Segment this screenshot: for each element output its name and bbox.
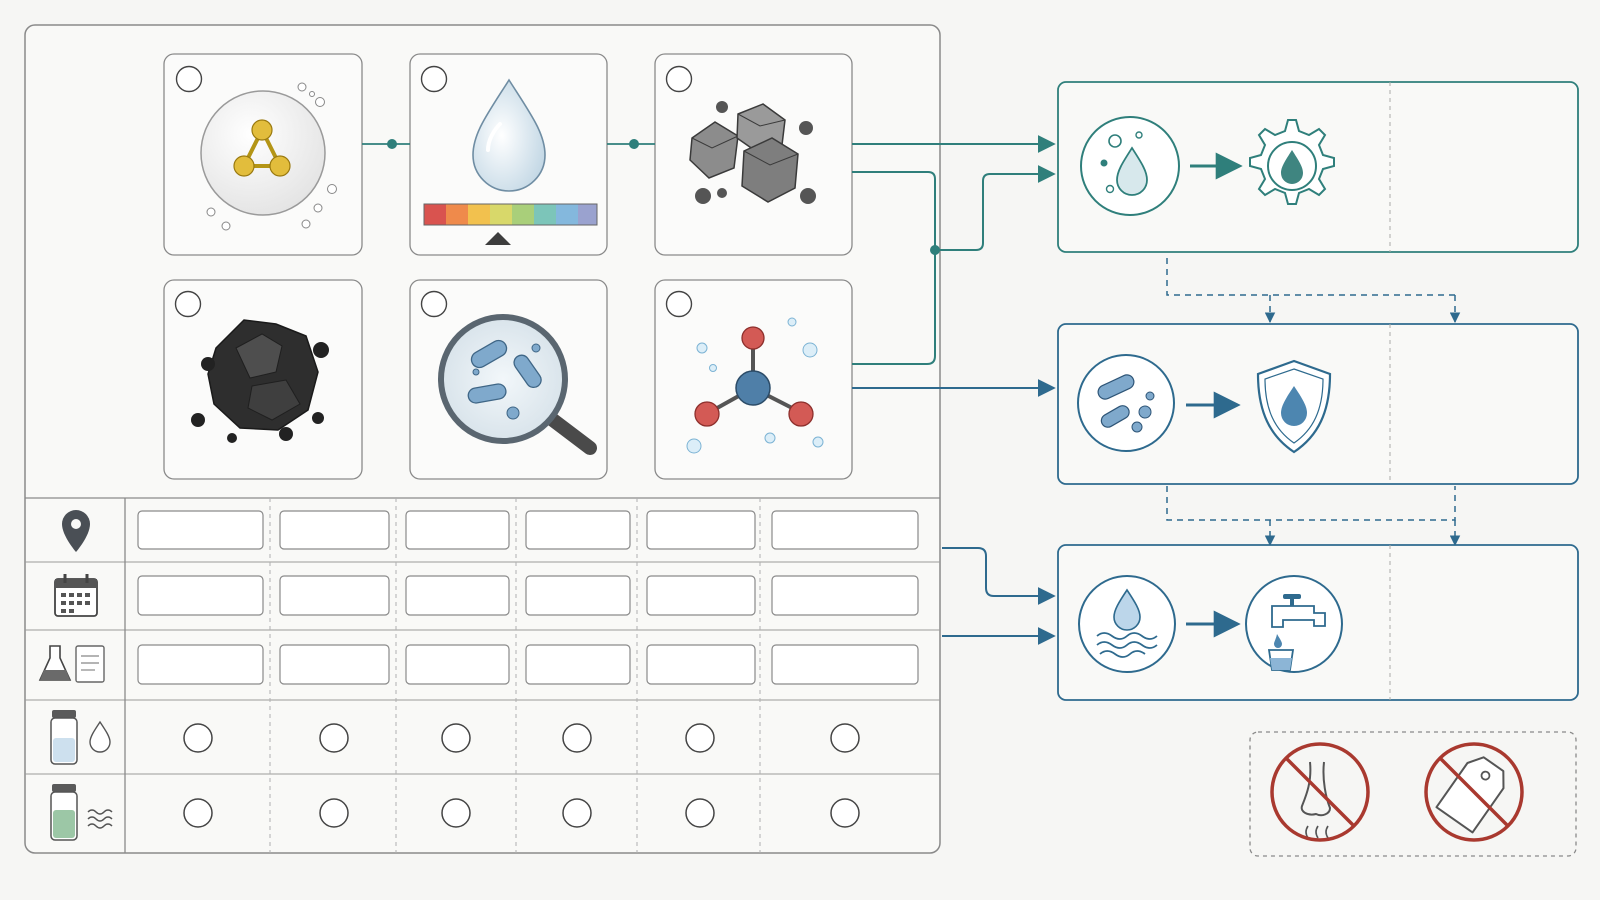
tile-select-radio[interactable]: [665, 290, 693, 318]
charcoal-rock-icon: [191, 319, 329, 443]
stage-dashed-connectors: [1166, 258, 1461, 547]
sample-vial-radio[interactable]: [183, 723, 213, 753]
sample-tile-1[interactable]: [163, 53, 363, 256]
location-field[interactable]: [771, 510, 919, 550]
sample-tile-3[interactable]: [654, 53, 853, 256]
test-field-row[interactable]: [137, 644, 919, 685]
bacteria-magnifier-icon: [438, 314, 597, 455]
sample-vial-radio[interactable]: [562, 723, 592, 753]
water-drop-ph-scale-icon: [423, 78, 598, 245]
test-field[interactable]: [137, 644, 264, 685]
tile-select-radio[interactable]: [175, 65, 203, 93]
calendar-icon: [54, 574, 98, 617]
date-field[interactable]: [525, 575, 631, 616]
sample-vial-radio-row[interactable]: [183, 723, 860, 753]
date-field[interactable]: [279, 575, 390, 616]
sample-vial-radio[interactable]: [830, 723, 860, 753]
sample-data-table: [25, 497, 940, 853]
surface-vial-radio[interactable]: [441, 798, 471, 828]
tile-select-radio[interactable]: [665, 65, 693, 93]
no-label-icon: [1424, 742, 1524, 842]
test-field[interactable]: [771, 644, 919, 685]
treatment-stage-2: [1057, 323, 1579, 485]
sample-vial-radio[interactable]: [441, 723, 471, 753]
metal-crystals-icon: [689, 101, 816, 204]
water-waves-icon: [1078, 575, 1176, 673]
test-field[interactable]: [646, 644, 756, 685]
test-field[interactable]: [525, 644, 631, 685]
tile-select-radio[interactable]: [420, 65, 448, 93]
surface-vial-radio[interactable]: [562, 798, 592, 828]
test-field[interactable]: [279, 644, 390, 685]
location-pin-icon: [62, 510, 90, 552]
surface-vial-radio[interactable]: [830, 798, 860, 828]
sample-tile-4[interactable]: [163, 279, 363, 480]
prohibitions-box: [1249, 731, 1577, 857]
surface-vial-radio-row[interactable]: [183, 798, 860, 828]
tap-glass-icon: [1245, 575, 1343, 673]
chemical-molecule-icon: [686, 317, 824, 454]
tile-connectors: [362, 139, 655, 149]
vial-drop-icon: [50, 710, 111, 765]
location-field[interactable]: [279, 510, 390, 550]
sample-tile-6[interactable]: [654, 279, 853, 480]
sample-vial-radio[interactable]: [685, 723, 715, 753]
water-particles-icon: [1080, 116, 1180, 216]
location-field[interactable]: [405, 510, 510, 550]
surface-vial-radio[interactable]: [319, 798, 349, 828]
molecule-bubble-icon: [200, 82, 337, 231]
surface-vial-radio[interactable]: [685, 798, 715, 828]
tile-select-radio[interactable]: [420, 290, 448, 318]
treatment-stage-1: [1057, 81, 1579, 253]
location-field[interactable]: [137, 510, 264, 550]
flow-connectors: [852, 135, 1056, 645]
ph-indicator-arrow-icon: [485, 232, 511, 245]
sample-tile-5[interactable]: [409, 279, 608, 480]
location-field-row[interactable]: [137, 510, 919, 550]
gear-drop-icon: [1249, 119, 1335, 205]
location-field[interactable]: [525, 510, 631, 550]
sample-tile-2[interactable]: [409, 53, 608, 256]
shield-drop-icon: [1256, 359, 1332, 454]
ph-color-scale: [423, 203, 598, 226]
date-field[interactable]: [137, 575, 264, 616]
surface-vial-radio[interactable]: [183, 798, 213, 828]
date-field[interactable]: [771, 575, 919, 616]
vial-waves-icon: [50, 784, 113, 841]
date-field[interactable]: [646, 575, 756, 616]
location-field[interactable]: [646, 510, 756, 550]
tile-select-radio[interactable]: [174, 290, 202, 318]
no-smell-icon: [1270, 742, 1370, 842]
bacteria-circle-icon: [1077, 354, 1175, 452]
flask-document-icon: [38, 645, 105, 683]
date-field[interactable]: [405, 575, 510, 616]
treatment-stage-3: [1057, 544, 1579, 701]
test-field[interactable]: [405, 644, 510, 685]
sample-vial-radio[interactable]: [319, 723, 349, 753]
date-field-row[interactable]: [137, 575, 919, 616]
